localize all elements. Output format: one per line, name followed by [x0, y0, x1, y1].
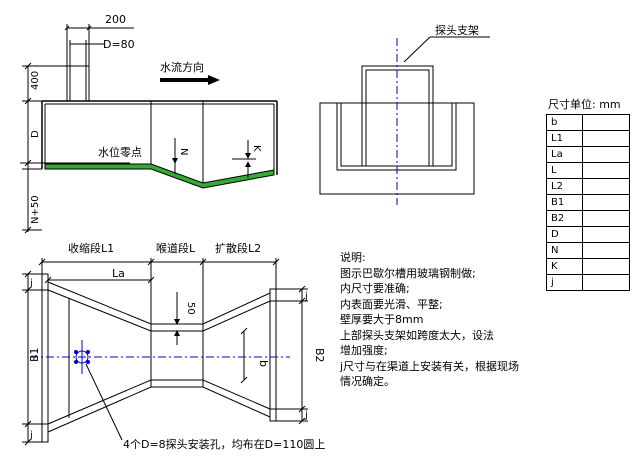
dimension-name: B1 — [546, 194, 583, 211]
probe-bracket-label: 探头支架 — [435, 24, 479, 37]
dim-d80-label: D=80 — [103, 38, 135, 51]
notes-block: 说明: 图示巴歇尔槽用玻璃钢制做; 内尺寸要准确; 内表面要光滑、平整; 壁厚要… — [340, 250, 570, 390]
dimension-value — [582, 274, 630, 291]
dimension-name: j — [546, 274, 583, 291]
dimension-name: L1 — [546, 130, 583, 147]
dimension-value — [582, 226, 630, 243]
dimension-name: B2 — [546, 210, 583, 227]
note-line: 情况确定。 — [340, 375, 395, 388]
dimension-value — [582, 146, 630, 163]
note-line: 内尺寸要准确; — [340, 282, 410, 295]
flume-floor — [44, 163, 275, 189]
table-row: B1 — [546, 194, 630, 211]
j-right-bottom-label: j — [304, 410, 308, 421]
elevation-view — [20, 24, 278, 234]
dim-50-label: 50 — [185, 302, 196, 315]
dimension-name: b — [546, 114, 583, 131]
dimension-value — [582, 194, 630, 211]
dimension-value — [582, 242, 630, 259]
dimension-table: b L1 La L L2 B1 B2 D N K j — [546, 114, 630, 291]
j-right-top-label: j — [304, 291, 308, 302]
dimension-value — [582, 210, 630, 227]
expansion-label: 扩散段L2 — [215, 241, 261, 255]
table-row: K — [546, 258, 630, 275]
dim-400-label: 400 — [30, 71, 41, 90]
flow-direction-label: 水流方向 — [160, 60, 204, 74]
b1-label: B1 — [28, 347, 41, 362]
dimension-name: L — [546, 162, 583, 179]
dimension-value — [582, 162, 630, 179]
table-row: N — [546, 242, 630, 259]
note-line: 图示巴歇尔槽用玻璃钢制做; — [340, 266, 476, 280]
unit-label: 尺寸单位: mm — [548, 98, 621, 111]
table-row: La — [546, 146, 630, 163]
cross-section-view — [319, 36, 490, 195]
dim-200-label: 200 — [105, 13, 126, 26]
table-row: D — [546, 226, 630, 243]
b2-label: B2 — [313, 348, 326, 363]
dimension-value — [582, 178, 630, 195]
water-level-zero-label: 水位零点 — [98, 145, 142, 159]
dimension-name: L2 — [546, 178, 583, 195]
table-row: L2 — [546, 178, 630, 195]
j-bottom-label: j — [29, 430, 33, 441]
dimension-value — [582, 130, 630, 147]
dimension-value — [582, 114, 630, 131]
dim-d-label: D — [30, 130, 41, 138]
table-row: L1 — [546, 130, 630, 147]
note-line: 增加强度; — [340, 344, 388, 357]
dim-n-label: N — [178, 148, 189, 155]
note-line: 内表面要光滑、平整; — [340, 297, 443, 311]
note-line: j尺寸与在渠道上安装有关，根据现场 — [340, 359, 520, 373]
note-line: 壁厚要大于8mm — [340, 313, 424, 326]
j-top-label: j — [29, 278, 33, 289]
table-row: L — [546, 162, 630, 179]
la-label: La — [112, 267, 125, 280]
notes-title: 说明: — [340, 251, 366, 264]
b-label: b — [257, 360, 270, 367]
contraction-label: 收缩段L1 — [68, 241, 114, 255]
throat-label: 喉道段L — [156, 241, 196, 255]
note-line: 上部探头支架如跨度太大，设法 — [340, 328, 494, 342]
dim-k-label: K — [251, 145, 262, 152]
dimension-name: D — [546, 226, 583, 243]
table-row: b — [546, 114, 630, 131]
plan-view — [22, 258, 308, 446]
dimension-name: N — [546, 242, 583, 259]
dim-n50-label: N+50 — [30, 195, 41, 224]
probe-holes-note: 4个D=8探头安装孔，均布在D=110圆上 — [123, 437, 325, 451]
dimension-name: K — [546, 258, 583, 275]
flow-arrow — [160, 75, 220, 85]
table-row: B2 — [546, 210, 630, 227]
dimension-value — [582, 258, 630, 275]
table-row: j — [546, 274, 630, 291]
dimension-name: La — [546, 146, 583, 163]
